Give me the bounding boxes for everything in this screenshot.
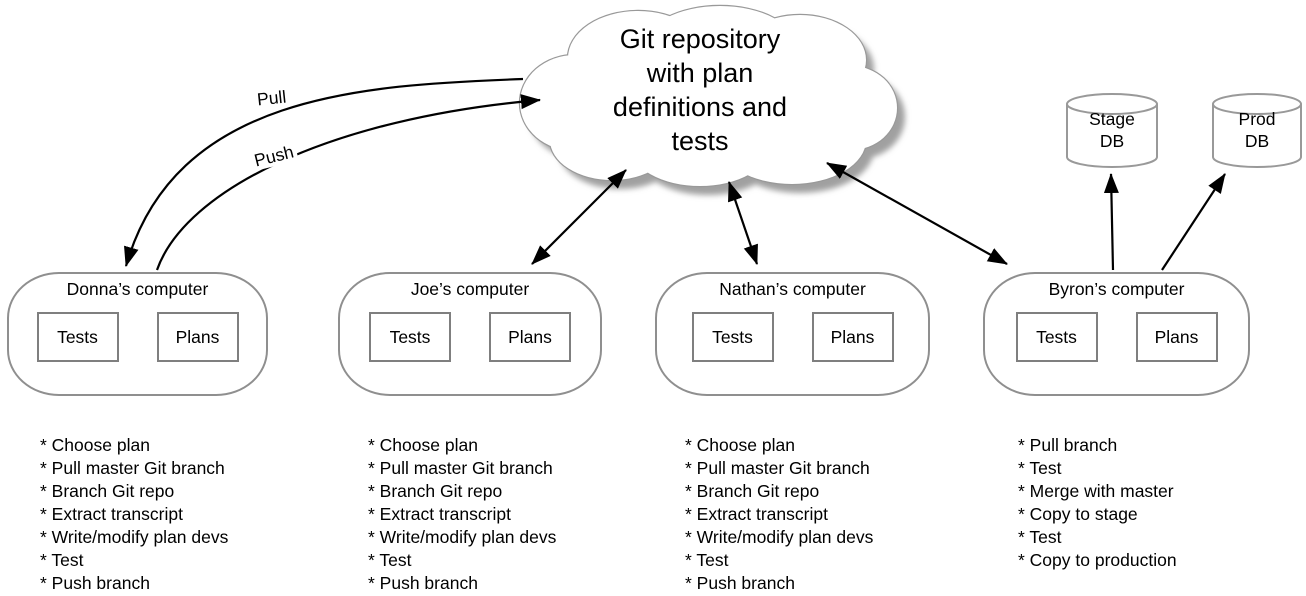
task-list-joe: * Choose plan * Pull master Git branch * B… [368, 434, 668, 595]
task-item: * Test [40, 550, 84, 570]
task-item: * Branch Git repo [368, 481, 503, 501]
task-item: * Choose plan [685, 435, 795, 455]
plans-box: Plans [489, 312, 571, 362]
task-item: * Test [1018, 527, 1062, 547]
task-item: * Copy to stage [1018, 504, 1138, 524]
cloud-title-line: Git repository [619, 24, 781, 54]
stage-db-label-line: Stage [1089, 109, 1135, 129]
tests-box: Tests [691, 312, 774, 362]
task-item: * Push branch [685, 573, 795, 593]
inner-boxes: Tests Plans [657, 312, 928, 362]
task-item: * Pull master Git branch [685, 458, 870, 478]
stage-db-label-line: DB [1099, 131, 1125, 151]
stage-db-label: Stage DB [1067, 108, 1157, 152]
task-item: * Merge with master [1018, 481, 1174, 501]
computer-title: Nathan’s computer [719, 279, 866, 299]
task-item: * Extract transcript [685, 504, 828, 524]
cloud-title: Git repository with plan definitions and… [545, 22, 855, 158]
inner-boxes: Tests Plans [985, 312, 1248, 362]
computer-title: Byron’s computer [1048, 279, 1185, 299]
task-item: * Test [368, 550, 412, 570]
task-item: * Push branch [368, 573, 478, 593]
tests-box: Tests [36, 312, 119, 362]
task-item: * Test [685, 550, 729, 570]
stage-db-cylinder [1066, 93, 1158, 168]
task-item: * Branch Git repo [40, 481, 175, 501]
computer-title: Donna’s computer [66, 279, 209, 299]
cloud-title-line: tests [671, 126, 729, 156]
task-item: * Pull branch [1018, 435, 1118, 455]
sync-arrow-byron [826, 162, 1008, 265]
task-item: * Write/modify plan devs [368, 527, 557, 547]
computer-node-donna: Donna’s computer Tests Plans [7, 272, 268, 396]
task-item: * Write/modify plan devs [40, 527, 229, 547]
pull-arrow [124, 77, 524, 267]
cloud-fill [520, 6, 897, 186]
task-list-donna: * Choose plan * Pull master Git branch * B… [40, 434, 340, 595]
inner-boxes: Tests Plans [9, 312, 266, 362]
computer-node-nathan: Nathan’s computer Tests Plans [655, 272, 930, 396]
prod-db-arrow [1161, 173, 1226, 271]
prod-db-cylinder [1212, 93, 1302, 168]
task-item: * Extract transcript [40, 504, 183, 524]
tests-box: Tests [369, 312, 451, 362]
task-item: * Extract transcript [368, 504, 511, 524]
plans-box: Plans [156, 312, 239, 362]
task-item: * Pull master Git branch [368, 458, 553, 478]
sync-arrow-joe [531, 169, 627, 265]
prod-db-label-line: DB [1244, 131, 1270, 151]
task-item: * Test [1018, 458, 1062, 478]
task-list-nathan: * Choose plan * Pull master Git branch * B… [685, 434, 985, 595]
plans-box: Plans [1135, 312, 1218, 362]
prod-db-label: Prod DB [1213, 108, 1301, 152]
push-arrow [155, 94, 541, 271]
pull-edge-label: Pull [253, 86, 291, 110]
prod-db-label-line: Prod [1238, 109, 1276, 129]
task-item: * Choose plan [40, 435, 150, 455]
task-list-byron: * Pull branch * Test * Merge with master * … [1018, 434, 1306, 572]
task-item: * Pull master Git branch [40, 458, 225, 478]
computer-node-byron: Byron’s computer Tests Plans [983, 272, 1250, 396]
task-item: * Copy to production [1018, 550, 1177, 570]
sync-arrow-nathan [727, 181, 759, 265]
computer-title: Joe’s computer [410, 279, 530, 299]
task-item: * Push branch [40, 573, 150, 593]
cloud-title-line: definitions and [612, 92, 788, 122]
task-item: * Choose plan [368, 435, 478, 455]
cloud-title-line: with plan [646, 58, 754, 88]
plans-box: Plans [811, 312, 894, 362]
stage-db-arrow [1103, 173, 1119, 271]
tests-box: Tests [1015, 312, 1098, 362]
computer-node-joe: Joe’s computer Tests Plans [338, 272, 602, 396]
inner-boxes: Tests Plans [340, 312, 600, 362]
task-item: * Branch Git repo [685, 481, 820, 501]
task-item: * Write/modify plan devs [685, 527, 874, 547]
